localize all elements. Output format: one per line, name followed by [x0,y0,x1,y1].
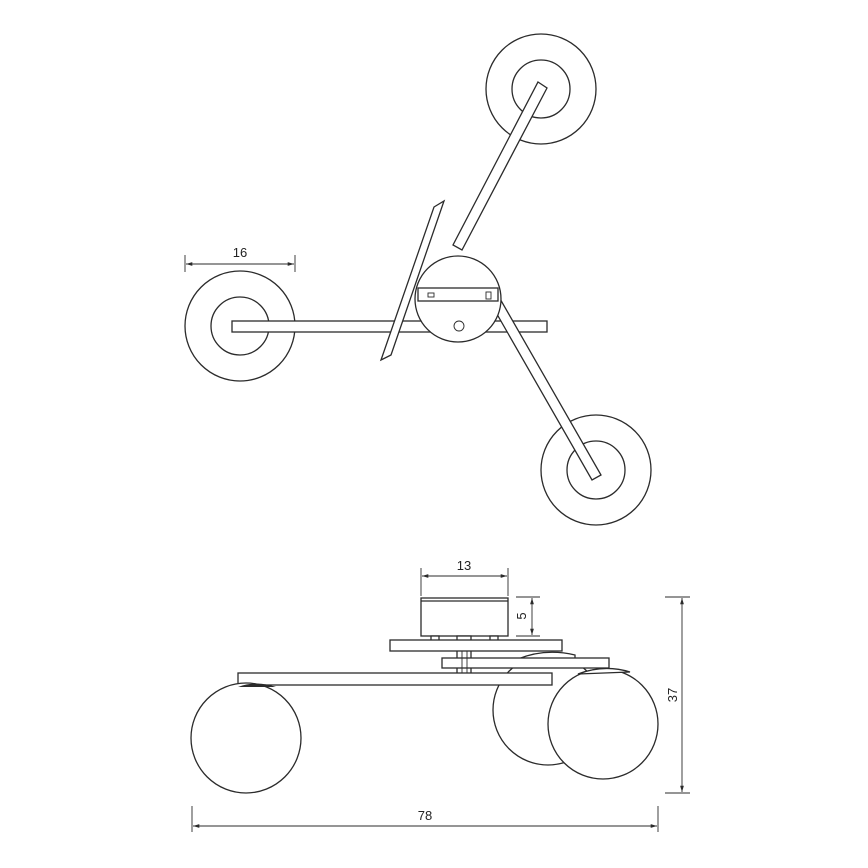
dimension-label-16: 16 [233,245,247,260]
side-view: 13 5 37 78 [190,558,690,832]
dimension-label-13: 13 [457,558,471,573]
top-arm-lower-right [481,282,602,481]
side-globe-right [547,667,659,780]
dimension-canopy-width: 13 [420,558,509,596]
dimension-total-height: 37 [665,596,690,794]
top-canopy [414,255,502,343]
side-canopy [420,597,509,637]
dimension-label-78: 78 [418,808,432,823]
top-globe-upper-right [485,33,597,145]
side-arm-middle [441,657,610,669]
dimension-canopy-height: 5 [514,596,540,637]
top-globe-lower-right [540,414,652,526]
dimension-label-37: 37 [665,688,680,702]
dimension-total-width: 78 [191,806,659,832]
side-globe-left [190,682,302,794]
top-arm-upper-right [452,81,548,251]
top-arm-horizontal [231,320,548,333]
side-arm-bottom [237,672,553,686]
side-arm-top [389,639,563,652]
dimension-label-5: 5 [514,612,529,619]
dimension-arm-plate: 16 [184,245,296,272]
top-view: 16 [184,33,652,526]
top-arm-short [379,199,446,362]
